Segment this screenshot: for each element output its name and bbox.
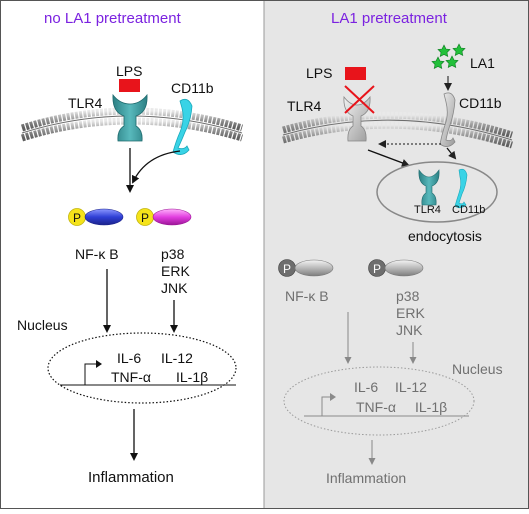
tlr4-receptor <box>112 93 148 142</box>
right-lps-shape <box>345 67 366 80</box>
phospho-label-mapk: P <box>141 211 149 225</box>
endosome-tlr4 <box>418 169 440 206</box>
endocytosis-label: endocytosis <box>408 228 482 244</box>
right-nfkb-label: NF-κ B <box>285 288 329 304</box>
cd11b-to-tlr4-arrow <box>132 150 181 184</box>
left-panel-title: no LA1 pretreatment <box>44 10 182 27</box>
nucleus-boundary <box>47 332 237 404</box>
right-nfkb-protein <box>294 259 334 277</box>
tlr4-label: TLR4 <box>68 95 102 111</box>
endosome-cd11b <box>454 168 468 209</box>
right-cell-membrane <box>282 111 514 149</box>
la1-particles <box>431 43 466 70</box>
right-mapk-label-p38: p38 <box>396 288 420 304</box>
cd11b-receptor <box>172 98 193 155</box>
cytokine-tnfa: TNF-α <box>111 369 151 385</box>
nfkb-protein <box>84 208 124 226</box>
left-panel: no LA1 pretreatment LPS TLR4 CD11b P P <box>17 10 244 486</box>
endosome-tlr4-label: TLR4 <box>414 204 441 216</box>
cd11b-label: CD11b <box>171 80 214 96</box>
right-mapk-label-jnk: JNK <box>396 322 423 338</box>
nucleus-label: Nucleus <box>17 317 68 333</box>
lps-label: LPS <box>116 63 142 79</box>
right-transcription-start-arrow <box>330 393 336 401</box>
endosome-cd11b-label: CD11b <box>452 204 485 216</box>
right-panel-background <box>264 1 528 508</box>
mapk-protein <box>152 208 192 226</box>
right-cd11b-label: CD11b <box>459 95 502 111</box>
mapk-label-jnk: JNK <box>161 280 188 296</box>
transcription-start-arrow <box>96 360 102 368</box>
right-cytokine-il6: IL-6 <box>354 379 378 395</box>
outcome-label: Inflammation <box>88 469 174 486</box>
right-mapk-protein <box>384 259 424 277</box>
cytokine-il12: IL-12 <box>161 350 193 366</box>
mapk-label-erk: ERK <box>161 263 190 279</box>
right-panel-title: LA1 pretreatment <box>331 10 448 27</box>
blocked-x-mark <box>344 85 375 114</box>
cytokine-il1b: IL-1β <box>176 369 208 385</box>
right-cytokine-il1b: IL-1β <box>415 399 447 415</box>
right-cytokine-tnfa: TNF-α <box>356 399 396 415</box>
right-tlr4-label: TLR4 <box>287 98 321 114</box>
right-nucleus-label: Nucleus <box>452 361 503 377</box>
right-cytokine-il12: IL-12 <box>395 379 427 395</box>
right-gene-promoter <box>304 396 469 417</box>
right-phospho-label-nfkb: P <box>283 262 291 276</box>
tlr4-endocytosis-arrow <box>367 149 410 167</box>
right-phospho-label-mapk: P <box>373 262 381 276</box>
la1-label: LA1 <box>470 55 495 71</box>
cytokine-il6: IL-6 <box>117 350 141 366</box>
right-nucleus-boundary <box>283 366 475 436</box>
right-mapk-label-erk: ERK <box>396 305 425 321</box>
phospho-label-nfkb: P <box>73 211 81 225</box>
right-lps-label: LPS <box>306 65 332 81</box>
nfkb-label: NF-κ B <box>75 246 119 262</box>
cd11b-endocytosis-arrow <box>446 147 457 160</box>
right-cd11b-receptor <box>439 92 456 147</box>
right-panel: LA1 pretreatment LPS TLR4 LA1 CD11b <box>278 10 514 486</box>
gene-promoter <box>60 363 236 386</box>
lps-shape <box>119 79 140 92</box>
endosome <box>376 161 498 223</box>
right-outcome-label: Inflammation <box>326 470 406 486</box>
mapk-label-p38: p38 <box>161 246 185 262</box>
